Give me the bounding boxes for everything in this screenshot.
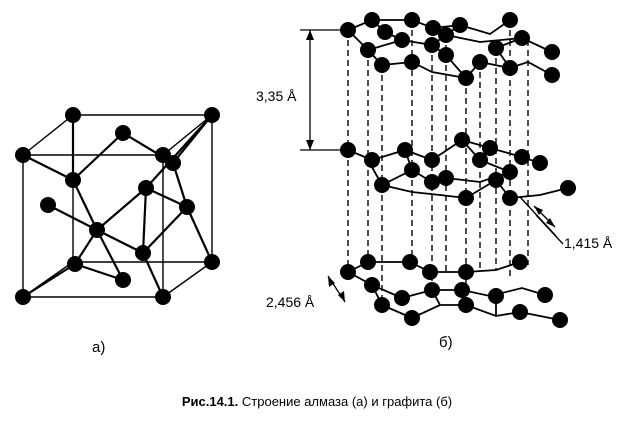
graphite-atom xyxy=(514,149,530,165)
graphite-atom xyxy=(544,67,560,83)
graphite-atom xyxy=(532,155,548,171)
graphite-atom xyxy=(512,304,528,320)
graphite-atom xyxy=(488,40,504,56)
graphite-atom xyxy=(512,254,528,270)
graphite-atom xyxy=(544,44,560,60)
graphite-atom xyxy=(472,152,488,168)
graphite-atom xyxy=(404,310,420,326)
graphite-atom xyxy=(394,290,410,306)
diamond-label: а) xyxy=(92,339,106,356)
diamond-atom xyxy=(165,155,181,171)
diamond-atom xyxy=(65,172,81,188)
diamond-atom xyxy=(15,289,31,305)
graphite-atom xyxy=(397,142,413,158)
graphite-atom xyxy=(424,282,440,298)
graphite-atom xyxy=(374,297,390,313)
diamond-atom xyxy=(179,199,195,215)
graphite-atom xyxy=(340,264,356,280)
graphite-atom xyxy=(458,264,474,280)
lattice-period-label: 2,456 Å xyxy=(266,294,315,310)
graphite-structure xyxy=(300,12,576,328)
graphite-atom xyxy=(502,164,518,180)
diamond-atom xyxy=(204,254,220,270)
graphite-atom xyxy=(340,22,356,38)
graphite-atom xyxy=(424,152,440,168)
diamond-atom xyxy=(89,222,105,238)
graphite-atom xyxy=(454,132,470,148)
graphite-atoms xyxy=(340,12,576,328)
graphite-atom xyxy=(458,70,474,86)
graphite-atom xyxy=(438,47,454,63)
graphite-atom xyxy=(482,140,498,156)
graphite-atom xyxy=(374,177,390,193)
graphite-atom xyxy=(458,297,474,313)
graphite-atom xyxy=(404,12,420,28)
bond-length-label: 1,415 Å xyxy=(564,235,613,251)
diamond-atom xyxy=(65,107,81,123)
figure-caption: Рис.14.1. Строение алмаза (а) и графита … xyxy=(0,394,634,410)
diamond-atom xyxy=(15,147,31,163)
graphite-atom xyxy=(502,190,518,206)
diamond-atom xyxy=(67,256,83,272)
graphite-atom xyxy=(425,20,441,36)
graphite-atom xyxy=(488,288,504,304)
diamond-atom xyxy=(115,125,131,141)
graphite-atom xyxy=(472,54,488,70)
interlayer-distance-label: 3,35 Å xyxy=(256,88,297,104)
graphite-atom xyxy=(340,142,356,158)
graphite-label: б) xyxy=(439,334,453,351)
graphite-atom xyxy=(438,170,454,186)
caption-prefix: Рис.14.1. xyxy=(181,394,239,409)
diamond-atom xyxy=(155,289,171,305)
graphite-atom xyxy=(394,32,410,48)
graphite-atom xyxy=(552,312,568,328)
graphite-atom xyxy=(454,282,470,298)
graphite-atom xyxy=(424,37,440,53)
caption-text: Строение алмаза (а) и графита (б) xyxy=(241,394,453,409)
graphite-atom xyxy=(502,60,518,76)
graphite-atom xyxy=(402,254,418,270)
graphite-atom xyxy=(458,190,474,206)
graphite-atom xyxy=(438,27,454,43)
graphite-atom xyxy=(377,24,393,40)
graphite-atom xyxy=(360,254,376,270)
graphite-atom xyxy=(422,264,438,280)
diamond-atoms xyxy=(15,107,220,305)
graphite-atom xyxy=(404,162,420,178)
graphite-atom xyxy=(537,287,553,303)
diamond-atom xyxy=(40,197,56,213)
diamond-atom xyxy=(204,107,220,123)
diamond-atom xyxy=(115,272,131,288)
graphite-atom xyxy=(502,12,518,28)
graphite-atom xyxy=(560,180,576,196)
diamond-atom xyxy=(138,180,154,196)
graphite-atom xyxy=(424,174,440,190)
diamond-structure xyxy=(15,107,220,305)
graphite-atom xyxy=(364,152,380,168)
graphite-atom xyxy=(404,54,420,70)
diamond-atom xyxy=(135,245,151,261)
graphite-atom xyxy=(364,12,380,28)
graphite-atom xyxy=(364,277,380,293)
graphite-atom xyxy=(360,42,376,58)
graphite-atom xyxy=(488,172,504,188)
graphite-atom xyxy=(514,30,530,46)
graphite-atom xyxy=(374,57,390,73)
graphite-atom xyxy=(452,17,468,33)
